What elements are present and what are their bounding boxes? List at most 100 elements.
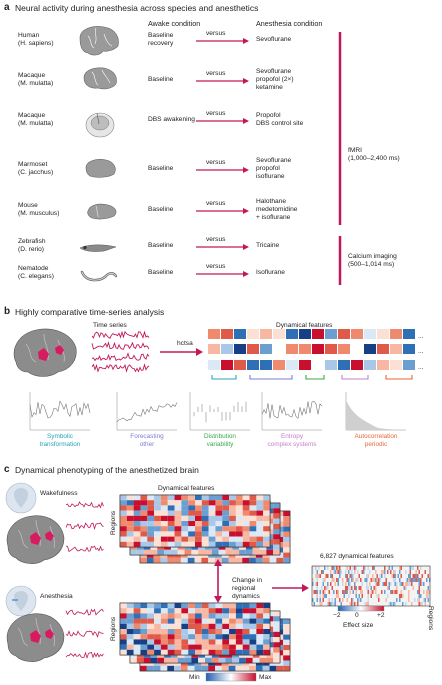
matrix-cell [143, 657, 151, 663]
matrix-cell [242, 521, 250, 527]
matrix-cell [249, 531, 257, 537]
effect-cell [342, 594, 344, 598]
effect-cell [402, 602, 404, 606]
effect-cell [315, 570, 317, 574]
matrix-cell [273, 544, 280, 550]
mini-plot-line [261, 400, 323, 419]
effect-cell [364, 594, 366, 598]
effect-cell [385, 586, 387, 590]
effect-cell [399, 582, 401, 586]
matrix-cell [229, 510, 236, 516]
matrix-cell [195, 521, 202, 527]
matrix-cell [229, 500, 236, 506]
matrix-cell [160, 510, 168, 516]
species-label: Macaque (M. mulatta) [18, 72, 54, 87]
effect-cell [403, 602, 405, 606]
matrix-cell [283, 634, 290, 640]
matrix-cell [120, 515, 127, 521]
effect-cell [382, 598, 384, 602]
effect-cell [406, 570, 408, 574]
effect-cell [336, 598, 338, 602]
feature-cell [208, 329, 220, 339]
effect-cell [393, 566, 395, 570]
effect-cell [313, 594, 315, 598]
matrix-cell [235, 618, 243, 624]
awake-condition-label: DBS awakening [148, 116, 195, 123]
matrix-cell [263, 613, 270, 619]
effect-cell [375, 586, 377, 590]
effect-cell [318, 586, 320, 590]
effect-cell [360, 566, 362, 570]
feature-category-label: Forecasting other [130, 433, 164, 448]
matrix-cell [181, 623, 189, 629]
matrix-cell [263, 526, 270, 532]
matrix-cell [222, 505, 230, 511]
matrix-cell [146, 665, 154, 671]
matrix-cell [249, 644, 257, 650]
effect-cell [336, 578, 338, 582]
effect-cell [345, 598, 347, 602]
effect-cell [415, 566, 417, 570]
matrix-cell [245, 549, 253, 555]
effect-cell [409, 574, 411, 578]
effect-cell [376, 570, 378, 574]
matrix-cell [218, 657, 226, 663]
effect-cell [423, 586, 425, 590]
effect-cell [370, 570, 372, 574]
effect-cell [315, 586, 317, 590]
effect-cell [385, 590, 387, 594]
effect-cell [411, 582, 413, 586]
effect-cell [391, 598, 393, 602]
effect-cell [424, 574, 426, 578]
matrix-cell [160, 613, 168, 619]
anesthesia-condition-label: Tricaine [256, 242, 280, 249]
matrix-cell [256, 500, 264, 506]
effect-cell [393, 574, 395, 578]
effect-cell [378, 578, 380, 582]
matrix-cell [195, 531, 202, 537]
hctsa-label: hctsa [177, 340, 193, 347]
matrix-cell [181, 526, 189, 532]
effect-cell [388, 590, 390, 594]
effect-cell [427, 590, 429, 594]
effect-cell [378, 586, 380, 590]
effect-cell [399, 598, 401, 602]
matrix-cell [242, 495, 250, 501]
effect-cell [417, 594, 419, 598]
matrix-cell [188, 521, 195, 527]
effect-cell [348, 566, 350, 570]
matrix-cell [157, 657, 165, 663]
matrix-cell [256, 639, 264, 645]
matrix-cell [215, 541, 223, 547]
effect-cell [405, 578, 407, 582]
feature-cell [208, 344, 220, 354]
effect-cell [342, 598, 344, 602]
effect-cell [361, 594, 363, 598]
matrix-cell [208, 649, 216, 655]
matrix-cell [263, 634, 270, 640]
matrix-cell [208, 608, 216, 614]
effect-cell [342, 602, 344, 606]
effect-cell [397, 582, 399, 586]
matrix-cell [133, 495, 141, 501]
change-arrowhead-down [214, 596, 222, 603]
matrix-cell [195, 515, 202, 521]
matrix-cell [249, 634, 257, 640]
effect-cell [327, 574, 329, 578]
effect-cell [372, 602, 374, 606]
dynamical-features-label-b: Dynamical features [276, 322, 333, 329]
effect-cell [417, 574, 419, 578]
matrix-cell [154, 515, 161, 521]
matrix-cell [133, 623, 141, 629]
panel-b-letter: b [4, 306, 11, 317]
effect-cell [394, 582, 396, 586]
feature-cell [390, 329, 402, 339]
matrix-cell [201, 665, 209, 671]
matrix-cell [222, 629, 230, 635]
matrix-cell [126, 649, 134, 655]
effect-cell [408, 598, 410, 602]
effect-cell [379, 602, 381, 606]
effect-colorbar [337, 605, 385, 612]
effect-cell [328, 602, 330, 606]
